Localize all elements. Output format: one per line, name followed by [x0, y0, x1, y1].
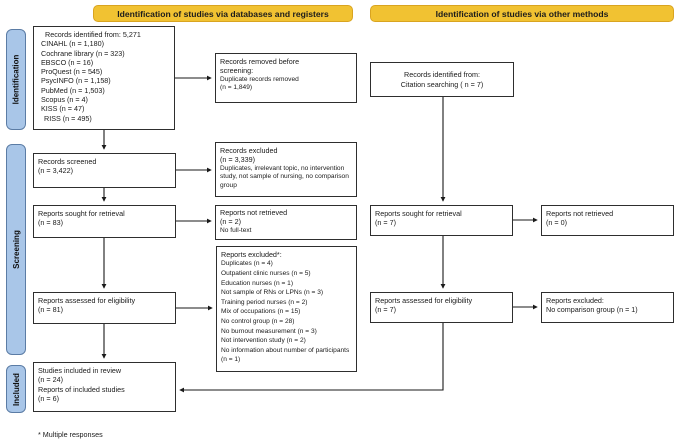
box-line: Reports sought for retrieval [375, 209, 462, 218]
exclusion-reason: Education nurses (n = 1) [221, 279, 294, 287]
box-line: Records screened [38, 157, 97, 166]
records-excluded-count: (n = 3,339) [220, 155, 255, 165]
box-line: No comparison group (n = 1) [546, 305, 638, 315]
stage-label-identification: Identification [11, 54, 21, 105]
exclusion-reason: No information about number of participa… [221, 346, 350, 364]
box-line: (n = 81) [38, 305, 63, 315]
source-line: PubMed (n = 1,503) [41, 85, 105, 95]
exclusion-reason: Outpatient clinic nurses (n = 5) [221, 270, 311, 277]
box-reports-not-retrieved-other: Reports not retrieved (n = 0) [541, 205, 674, 236]
box-line: Records identified from: [404, 70, 480, 80]
box-line: Reports sought for retrieval [38, 209, 125, 218]
box-reports-assessed-other: Reports assessed for eligibility (n = 7) [370, 292, 513, 323]
reports-excluded-title: Reports excluded*: [221, 250, 282, 259]
box-records-removed: Records removed before screening: Duplic… [215, 53, 357, 103]
box-line: Studies included in review [38, 366, 122, 375]
box-line: Citation searching ( n = 7) [400, 79, 484, 89]
box-line: Reports excluded: [546, 296, 604, 305]
exclusion-reason: Not sample of RNs or LPNs (n = 3) [221, 289, 324, 297]
source-line: ProQuest (n = 545) [41, 67, 103, 77]
box-records-identified-citation: Records identified from: Citation search… [370, 62, 514, 97]
box-line: Reports of included studies [38, 384, 125, 394]
exclusion-reason: Not intervention study (n = 2) [221, 337, 306, 345]
box-reports-assessed: Reports assessed for eligibility (n = 81… [33, 292, 176, 324]
box-records-excluded: Records excluded (n = 3,339) Duplicates,… [215, 142, 357, 197]
stage-bar-screening: Screening [6, 144, 26, 355]
stage-bar-identification: Identification [6, 29, 26, 130]
box-reports-sought: Reports sought for retrieval (n = 83) [33, 205, 176, 238]
box-line: Reports not retrieved [546, 209, 614, 218]
exclusion-reason: Mix of occupations (n = 15) [221, 308, 301, 316]
footnote-multiple-responses: * Multiple responses [38, 430, 103, 439]
box-reports-excluded-other: Reports excluded: No comparison group (n… [541, 292, 674, 323]
box-line: (n = 6) [38, 394, 59, 404]
exclusion-reason: No burnout measurement (n = 3) [221, 327, 317, 335]
records-removed-count: (n = 1,849) [220, 84, 253, 92]
box-line: (n = 7) [375, 218, 396, 228]
records-excluded-title: Records excluded [220, 146, 278, 155]
source-line: KISS (n = 47) [41, 104, 85, 114]
box-line: Reports assessed for eligibility [38, 296, 136, 305]
box-studies-included: Studies included in review (n = 24) Repo… [33, 362, 176, 412]
records-excluded-detail: Duplicates, irrelevant topic, no interve… [220, 164, 349, 189]
box-reports-sought-other: Reports sought for retrieval (n = 7) [370, 205, 513, 236]
box-line: (n = 24) [38, 375, 63, 385]
records-removed-title: Records removed before [220, 57, 300, 66]
records-removed-detail: Duplicate records removed [220, 75, 299, 83]
box-line: (n = 7) [375, 305, 396, 315]
exclusion-reason: Training period nurses (n = 2) [221, 298, 308, 306]
source-line: Scopus (n = 4) [41, 95, 88, 105]
box-reports-excluded-reasons: Reports excluded*: Duplicates (n = 4) Ou… [216, 246, 357, 372]
stage-label-included: Included [11, 372, 21, 406]
stage-bar-included: Included [6, 365, 26, 413]
source-line: CINAHL (n = 1,180) [41, 39, 105, 49]
source-line: PsycINFO (n = 1,158) [41, 76, 111, 86]
source-line: RISS (n = 495) [44, 113, 92, 123]
records-removed-title: screening: [220, 66, 254, 76]
box-line: No full-text [220, 226, 252, 234]
records-identified-title: Records identified from: 5,271 [45, 30, 141, 39]
source-line: EBSCO (n = 16) [41, 57, 94, 67]
box-line: Reports not retrieved [220, 208, 288, 217]
box-line: Reports assessed for eligibility [375, 296, 473, 305]
box-reports-not-retrieved: Reports not retrieved (n = 2) No full-te… [215, 205, 357, 240]
box-line: (n = 2) [220, 217, 241, 227]
source-line: Cochrane library (n = 323) [41, 48, 125, 58]
box-records-identified-databases: Records identified from: 5,271 CINAHL (n… [33, 26, 175, 130]
exclusion-reason: No control group (n = 28) [221, 317, 295, 325]
box-records-screened: Records screened (n = 3,422) [33, 153, 176, 188]
box-line: (n = 83) [38, 218, 63, 228]
exclusion-reason: Duplicates (n = 4) [221, 260, 273, 268]
box-line: (n = 0) [546, 218, 567, 228]
box-line: (n = 3,422) [38, 166, 73, 176]
header-other-methods: Identification of studies via other meth… [370, 5, 674, 22]
stage-label-screening: Screening [11, 230, 21, 269]
header-databases-registers: Identification of studies via databases … [93, 5, 353, 22]
